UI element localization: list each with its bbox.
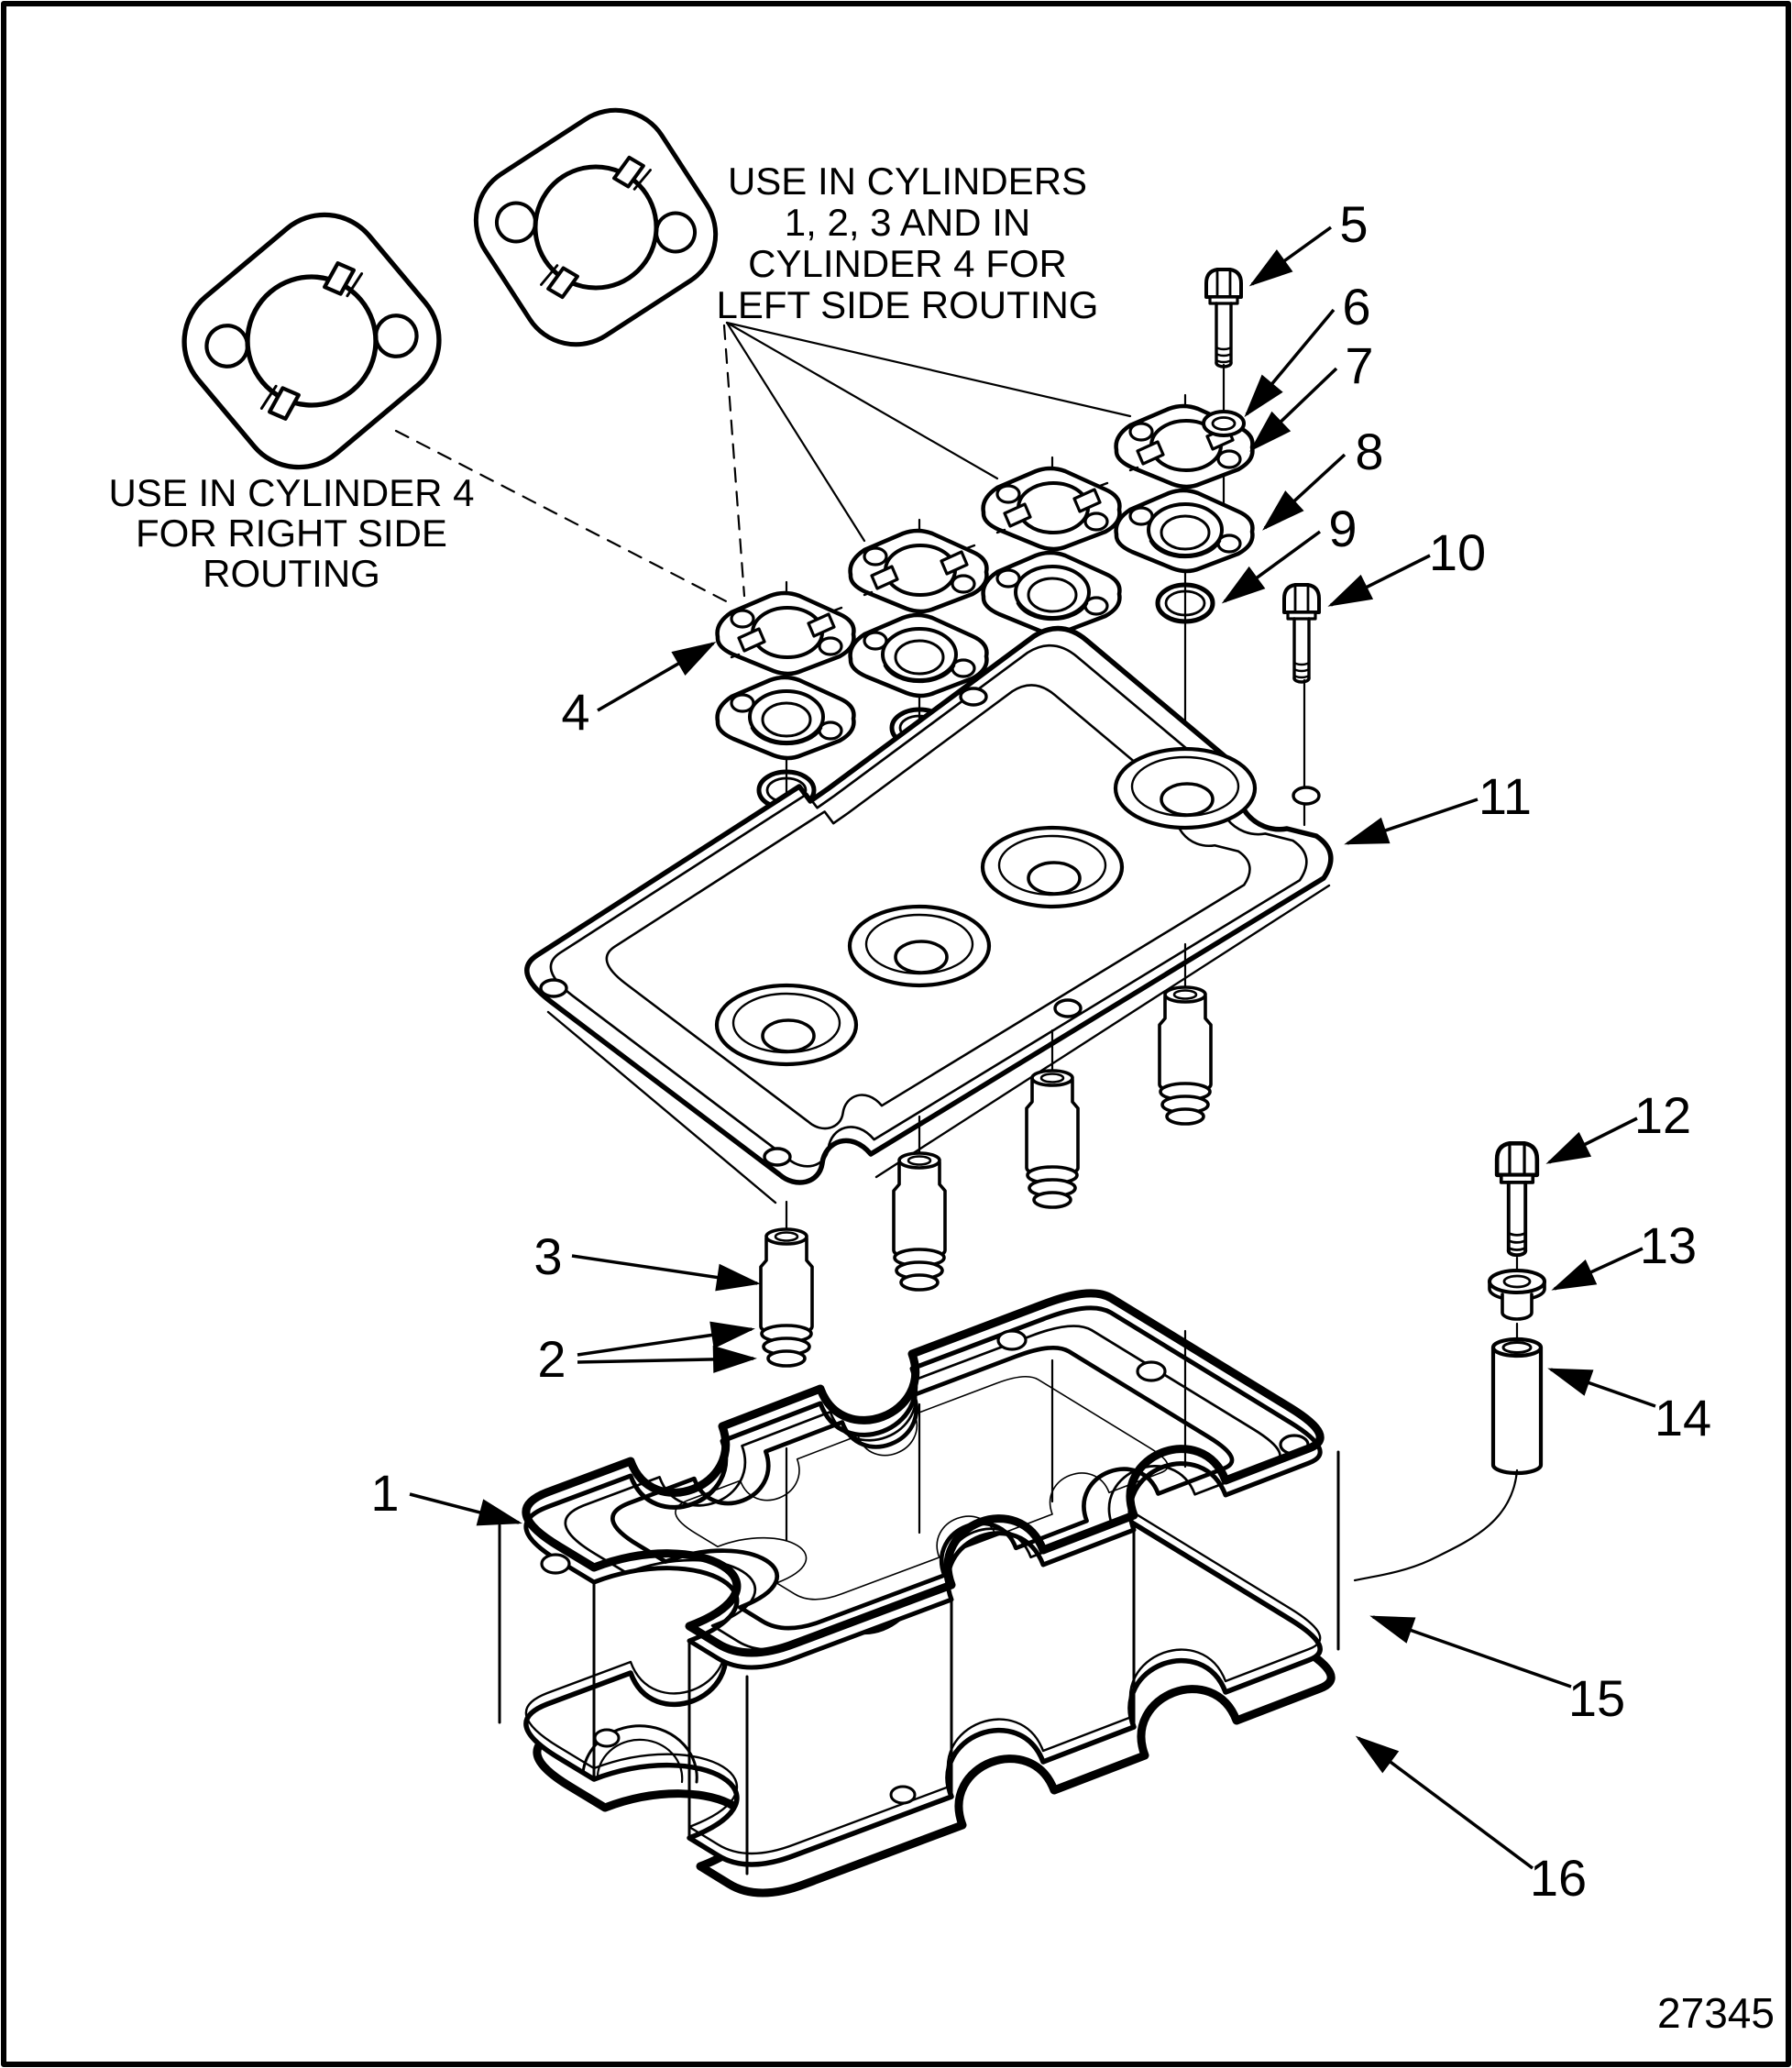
seal-flange-cyl2	[984, 553, 1120, 633]
spark-plug-tube-cyl2	[1025, 1069, 1080, 1209]
callout-8: 8	[1355, 423, 1383, 480]
valve-cover-15	[498, 1305, 1340, 1876]
callout-line-7	[1249, 367, 1338, 452]
cover-wall-edges	[498, 1450, 1340, 1876]
callout-line-8	[1262, 453, 1347, 531]
callout-line-2b	[577, 1345, 757, 1373]
callout-leaders	[409, 226, 1656, 1870]
cover-arch-outer	[581, 1724, 698, 1784]
detail-flange-right-routing	[160, 191, 463, 490]
callout-3: 3	[533, 1227, 562, 1285]
callout-line-14	[1547, 1368, 1656, 1408]
callout-1: 1	[370, 1464, 399, 1522]
spacer-14	[1493, 1339, 1541, 1473]
cover-arch-inner	[596, 1738, 684, 1784]
fan-line-2	[725, 321, 999, 480]
callout-line-1	[409, 1492, 522, 1526]
callout-line-15	[1369, 1615, 1572, 1688]
seal-flange-cyl1	[1116, 490, 1253, 571]
gasket-1	[522, 1289, 1325, 1657]
callout-11: 11	[1479, 767, 1532, 825]
dashed-line-right-routing	[394, 429, 735, 607]
head-cover-plate-11	[524, 625, 1334, 1204]
callout-5: 5	[1339, 195, 1368, 253]
fan-line-3	[725, 321, 1132, 418]
cover-wall-hole	[593, 1728, 621, 1748]
callout-2: 2	[537, 1330, 566, 1388]
washer-6	[1202, 410, 1246, 437]
callout-4: 4	[561, 683, 589, 741]
bolt-10	[1282, 583, 1321, 684]
callout-line-9	[1221, 530, 1322, 604]
callout-line-10	[1327, 554, 1431, 607]
callout-12: 12	[1634, 1086, 1691, 1144]
callout-line-4	[597, 641, 717, 712]
cam-flange-cyl4	[718, 593, 854, 674]
dashed-line-left-routing	[722, 324, 746, 598]
callout-line-6	[1244, 308, 1336, 418]
callout-line-5	[1248, 226, 1333, 287]
callout-line-11	[1344, 798, 1479, 845]
cover-wall-hole	[889, 1785, 917, 1805]
callout-10: 10	[1429, 523, 1486, 581]
fan-line-1	[725, 321, 866, 543]
callout-9: 9	[1328, 500, 1357, 557]
cam-flange-cyl3	[851, 531, 987, 611]
cam-flange-cyl2	[984, 468, 1120, 549]
plate-cylinder-bosses	[714, 746, 1258, 1067]
spark-plug-tube-cyl4	[759, 1227, 814, 1368]
bolt-12	[1497, 1143, 1537, 1255]
spark-plug-tube-cyl1	[1158, 985, 1213, 1126]
callout-16: 16	[1530, 1849, 1587, 1907]
callout-14: 14	[1655, 1389, 1711, 1446]
cover-interior-lines	[785, 1329, 1187, 1542]
spark-plug-tube-cyl3	[892, 1151, 947, 1292]
callout-line-12	[1545, 1116, 1638, 1164]
callout-line-3	[571, 1254, 761, 1292]
callout-13: 13	[1640, 1216, 1697, 1274]
callout-line-2a	[577, 1321, 755, 1357]
spacer-leader-curve	[1353, 1468, 1519, 1582]
detail-flange-left-routing	[455, 89, 736, 365]
callout-7: 7	[1345, 336, 1373, 394]
grommet-13	[1488, 1269, 1546, 1321]
callout-line-13	[1551, 1247, 1644, 1291]
callout-6: 6	[1342, 278, 1370, 336]
callout-line-16	[1355, 1735, 1534, 1870]
cover-bolt-column	[1353, 1143, 1546, 1582]
bolt-5	[1204, 268, 1243, 368]
plate-bolt-holes	[539, 687, 1321, 1167]
seal-flange-cyl4	[718, 677, 854, 758]
reference-lines	[394, 321, 1132, 607]
callout-15: 15	[1568, 1669, 1625, 1727]
figure-number: 27345	[1657, 1989, 1775, 2037]
